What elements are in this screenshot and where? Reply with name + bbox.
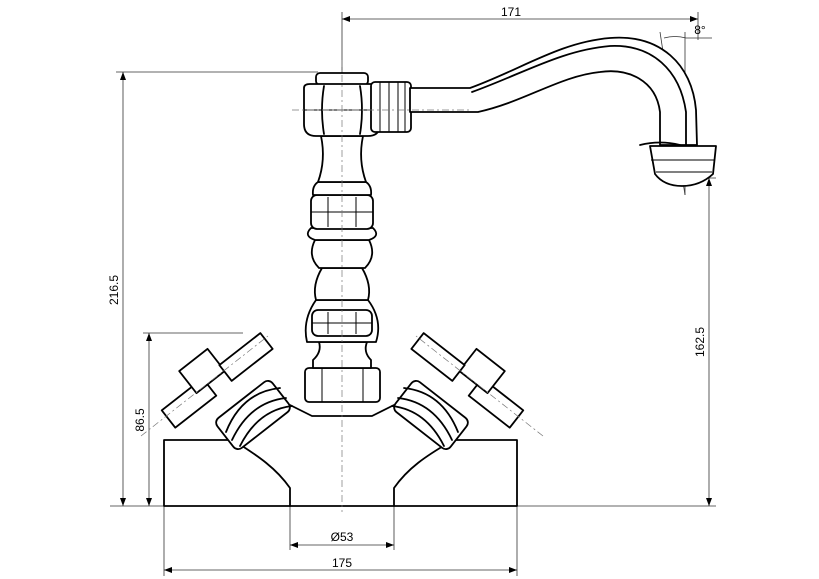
faucet-body	[160, 36, 717, 507]
base-width-label: 175	[332, 556, 352, 570]
spout-outlet-height-label: 162.5	[693, 327, 707, 357]
total-height-label: 216.5	[107, 275, 121, 305]
faucet-spout	[409, 36, 717, 187]
spout-angle-label: 8°	[694, 23, 706, 37]
base-diameter-label: Ø53	[331, 530, 354, 544]
spout-collar	[370, 81, 412, 133]
dimension-labels: 171 8° 216.5 86.5 162.5 Ø53 175	[107, 5, 707, 570]
right-valve-handle	[391, 332, 525, 450]
center-lines	[140, 60, 544, 512]
spout-aerator	[649, 145, 717, 187]
base-nut	[304, 367, 381, 403]
left-valve-handle	[160, 332, 293, 450]
faucet-column	[304, 135, 380, 369]
handle-height-label: 86.5	[133, 408, 147, 432]
spout-reach-label: 171	[501, 5, 521, 19]
